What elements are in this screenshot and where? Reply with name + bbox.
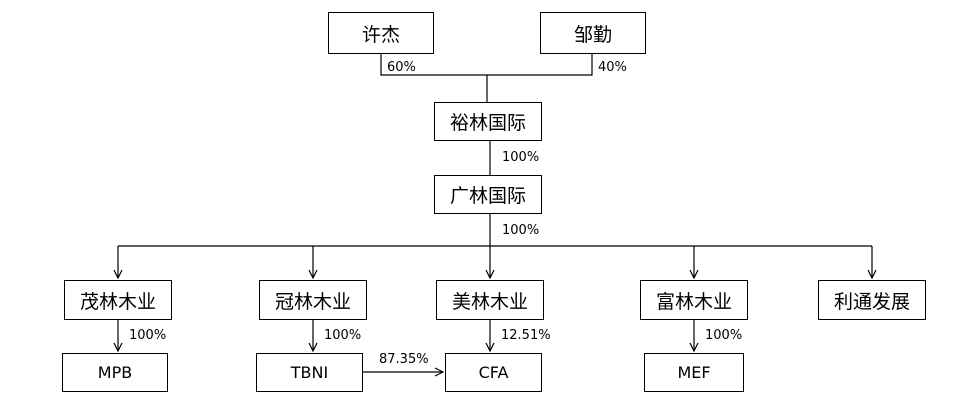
node-xu-jie: 许杰: [328, 12, 434, 54]
pct-fulin-mef: 100%: [705, 328, 743, 343]
node-mpb: MPB: [62, 353, 168, 392]
pct-yulin-guanglin: 100%: [502, 150, 540, 165]
pct-maolin-mpb: 100%: [129, 328, 167, 343]
node-yulin: 裕林国际: [434, 102, 542, 141]
node-cfa: CFA: [445, 353, 542, 392]
node-fulin: 富林木业: [640, 280, 748, 320]
node-tbni: TBNI: [256, 353, 363, 392]
pct-xu-jie: 60%: [387, 60, 416, 75]
node-guanlin: 冠林木业: [259, 280, 367, 320]
pct-tbni-cfa: 87.35%: [379, 352, 429, 367]
node-meilin: 美林木业: [436, 280, 544, 320]
pct-guanlin-tbni: 100%: [324, 328, 362, 343]
node-zou-qin: 邹勤: [540, 12, 646, 54]
node-litong: 利通发展: [818, 280, 926, 320]
pct-guanglin-subs: 100%: [502, 223, 540, 238]
pct-meilin-cfa: 12.51%: [501, 328, 551, 343]
node-mef: MEF: [644, 353, 744, 392]
node-maolin: 茂林木业: [64, 280, 172, 320]
pct-zou-qin: 40%: [598, 60, 627, 75]
node-guanglin: 广林国际: [434, 175, 542, 214]
